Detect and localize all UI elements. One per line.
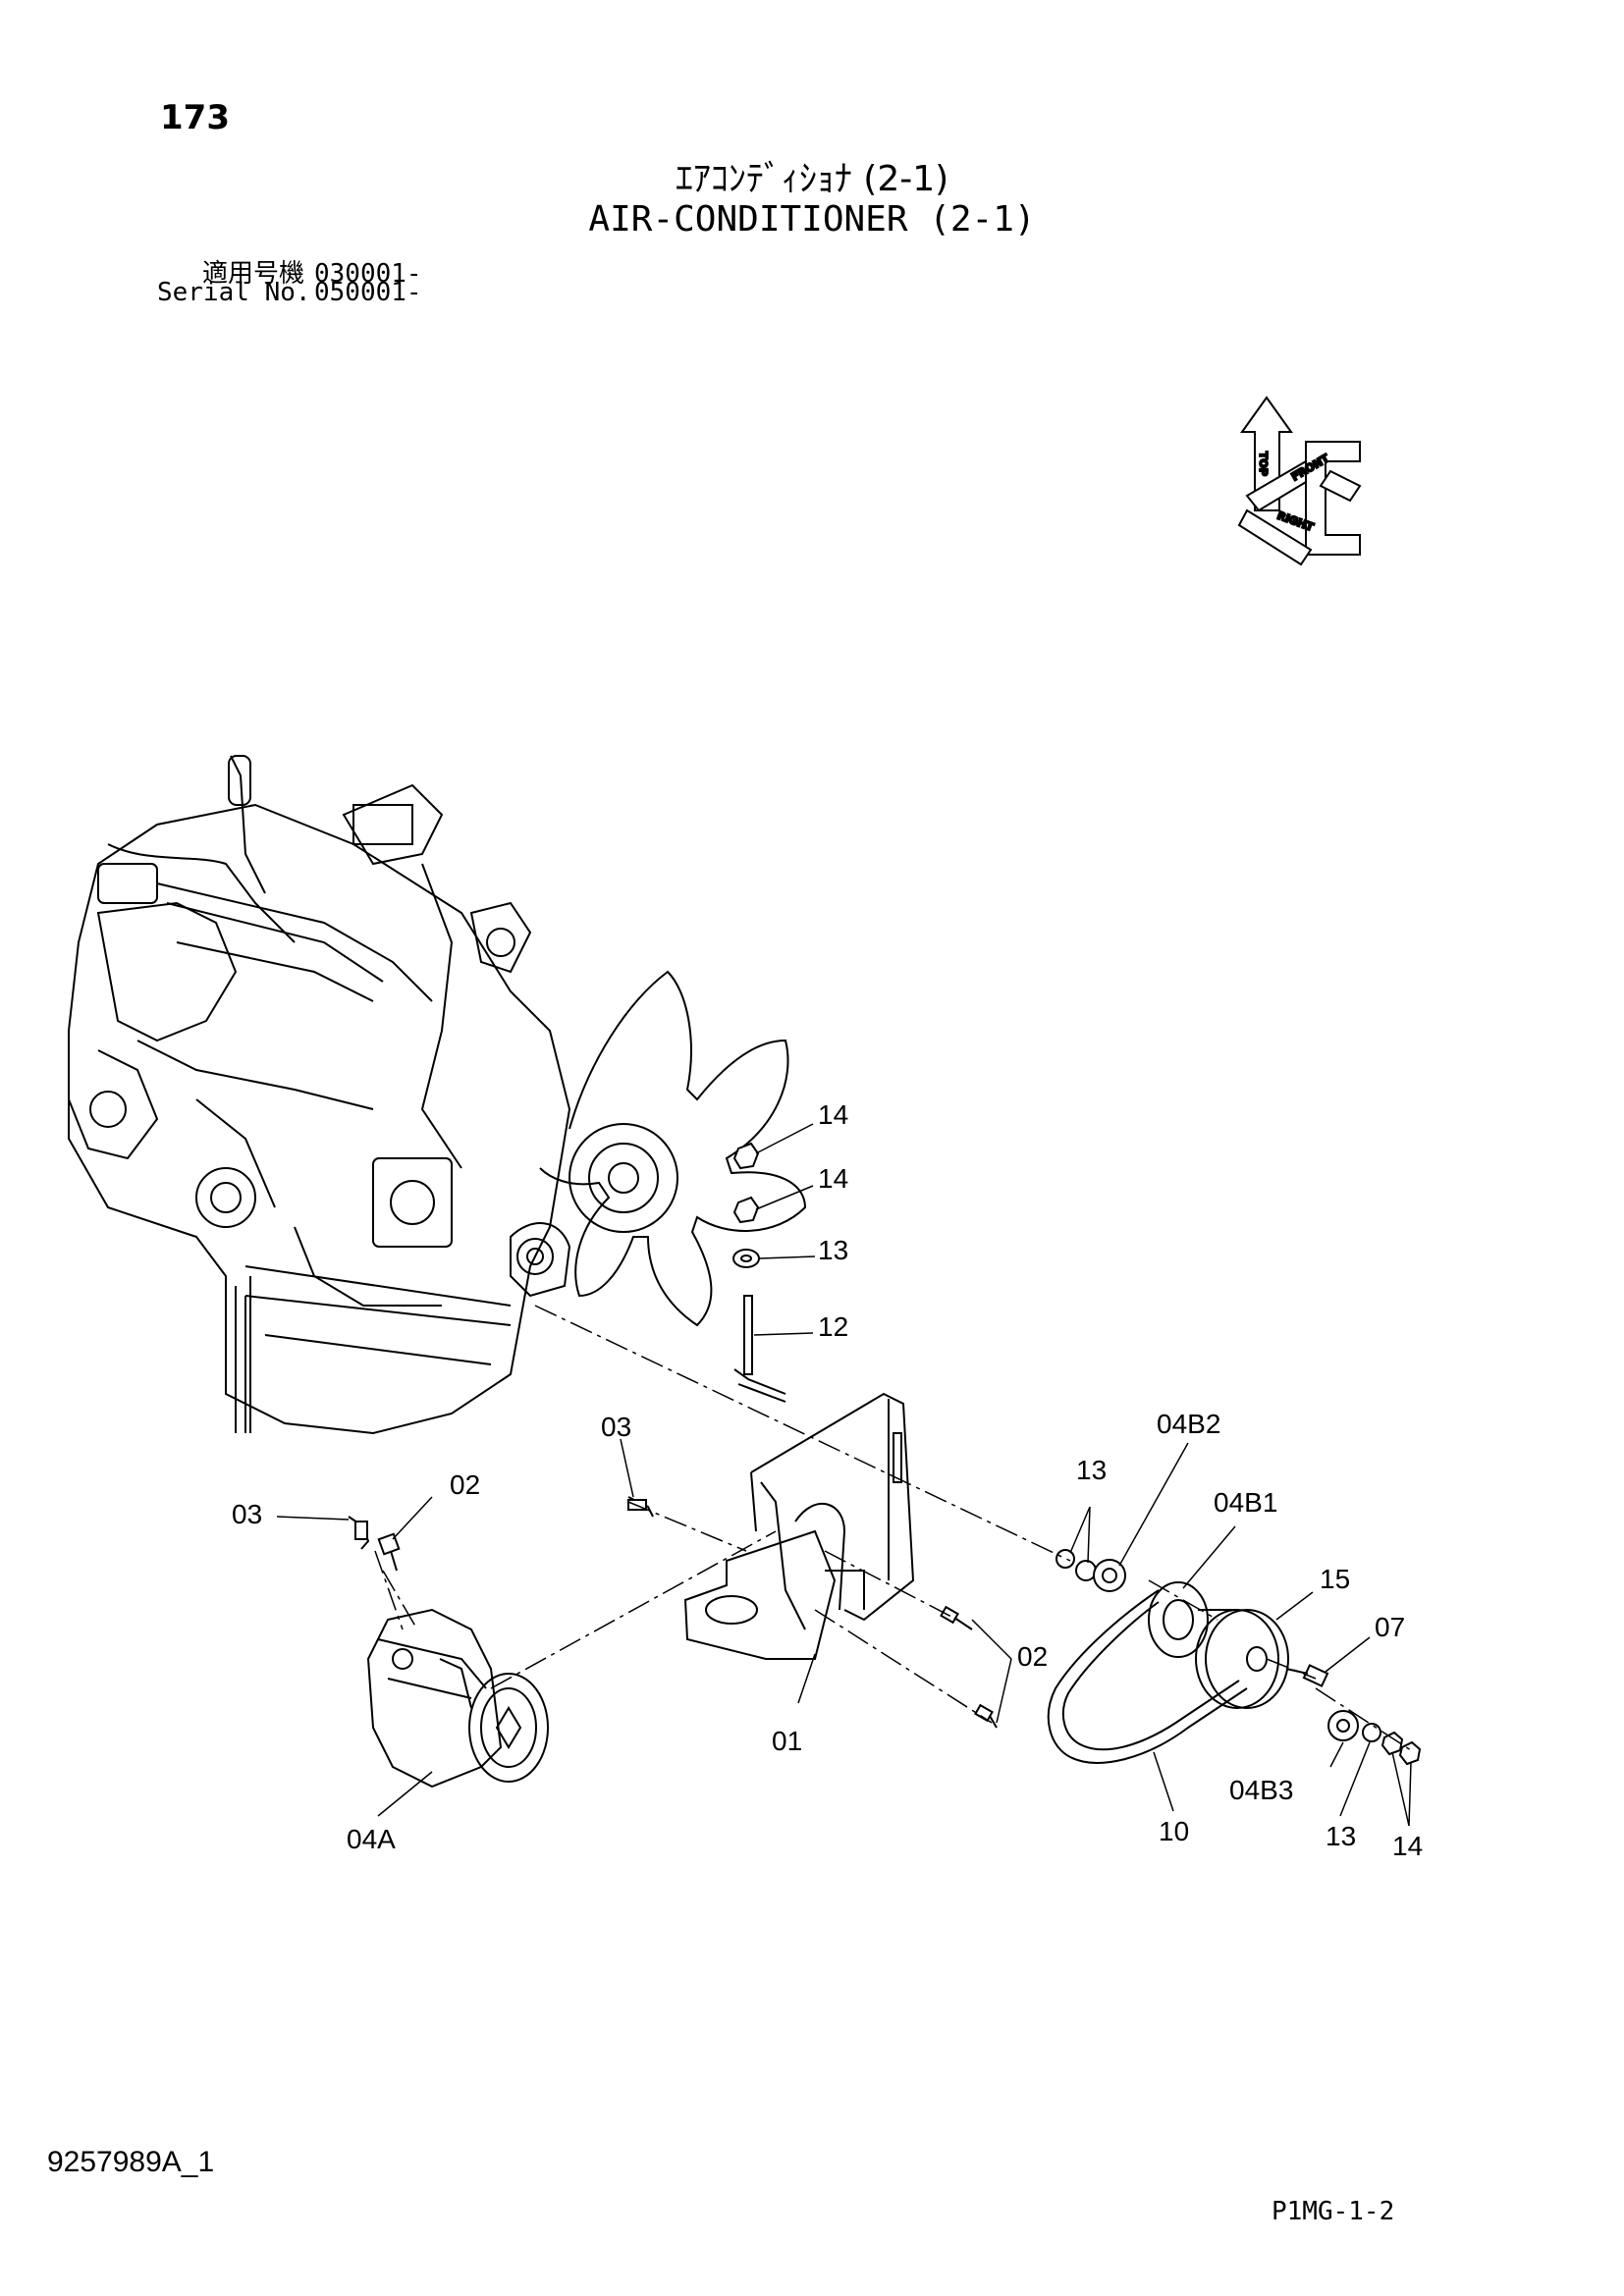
serial-jp-label: 適用号機 <box>201 259 304 289</box>
serial-applicability-jp: 適用号機 030001- <box>157 253 422 290</box>
page-number: 173 <box>160 98 230 137</box>
bracket-01 <box>683 1392 915 1660</box>
compressor-04A <box>366 1608 549 1789</box>
engine-assembly <box>68 755 807 1435</box>
callout-04B2: 04B2 <box>1157 1409 1220 1439</box>
callout-04B1: 04B1 <box>1214 1487 1277 1518</box>
callout-14-middle: 14 <box>818 1163 848 1194</box>
callout-03-upper: 03 <box>601 1412 631 1442</box>
title-english: AIR-CONDITIONER (2-1) <box>588 199 1036 240</box>
callout-13-right: 13 <box>1076 1455 1107 1485</box>
leader-lines <box>276 1123 1412 1827</box>
callout-14-upper: 14 <box>818 1099 848 1130</box>
orientation-indicator: TOP FRONT RIGHT <box>1237 396 1362 566</box>
callout-13-bottom: 13 <box>1326 1821 1356 1851</box>
hardware-parts <box>348 1142 1422 1766</box>
orientation-top-label: TOP <box>1257 452 1270 476</box>
callout-01: 01 <box>772 1726 802 1756</box>
callout-07: 07 <box>1375 1612 1405 1642</box>
assembly-centerlines <box>374 1305 1415 1753</box>
belt-10 <box>1047 1589 1248 1764</box>
serial-en-label: Serial No. <box>157 278 311 307</box>
pulley-04B1 <box>1148 1581 1209 1658</box>
callout-13-upper: 13 <box>818 1235 848 1265</box>
callout-04A: 04A <box>347 1824 396 1854</box>
callout-15: 15 <box>1320 1564 1350 1594</box>
callout-03-left: 03 <box>232 1499 262 1529</box>
callout-12: 12 <box>818 1311 848 1342</box>
callout-14-bottom: 14 <box>1392 1831 1423 1861</box>
serial-en-value: 050001- <box>314 278 422 307</box>
callout-02-right: 02 <box>1017 1641 1048 1672</box>
serial-applicability-en: Serial No.050001- <box>157 278 422 307</box>
serial-jp-value: 030001- <box>314 259 422 289</box>
callout-02-left: 02 <box>450 1469 480 1500</box>
title-japanese: ｴｱｺﾝﾃﾞｨｼｮﾅ (2-1) <box>675 159 949 199</box>
callout-10: 10 <box>1159 1816 1189 1846</box>
document-number: 9257989A_1 <box>47 2146 215 2178</box>
pulley-15 <box>1195 1609 1289 1709</box>
figure-code: P1MG-1-2 <box>1272 2197 1395 2226</box>
callout-04B3: 04B3 <box>1229 1775 1293 1805</box>
